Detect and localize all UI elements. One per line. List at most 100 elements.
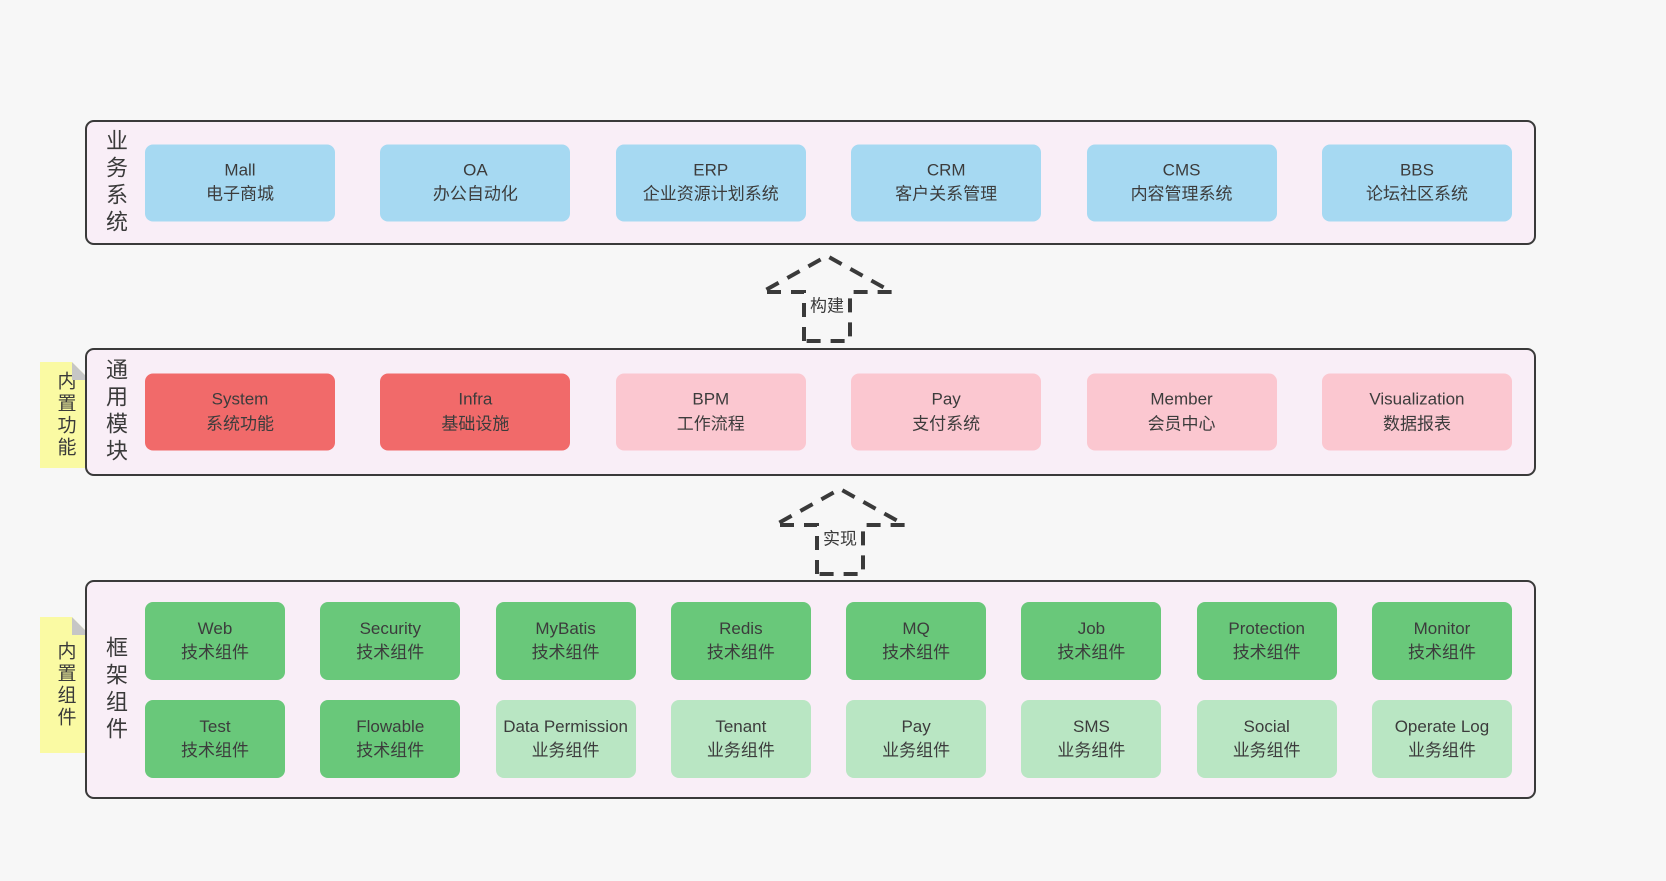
box-title: Job [1077, 618, 1106, 638]
box-social: Social 业务组件 [1196, 700, 1337, 778]
box-title: Monitor [1413, 618, 1471, 638]
box-title: Tenant [715, 716, 767, 736]
box-title: Mall [224, 160, 256, 180]
box-title: BBS [1399, 160, 1434, 180]
box-data-permission: Data Permission 业务组件 [495, 700, 636, 778]
box-security: Security 技术组件 [320, 602, 461, 680]
box-subtitle: 数据报表 [1382, 414, 1451, 433]
box-title: Security [359, 618, 421, 638]
box-mybatis: MyBatis 技术组件 [495, 602, 636, 680]
up-arrow-icon [754, 253, 900, 343]
box-pay: Pay 支付系统 [851, 373, 1042, 451]
box-subtitle: 技术组件 [1057, 643, 1126, 662]
box-subtitle: 技术组件 [531, 643, 600, 662]
sticky-note-built-in-components: 内置组件 [40, 617, 90, 753]
box-title: Protection [1228, 618, 1305, 638]
band-business-systems: 业务系统 Mall 电子商城 OA 办公自动化 ERP 企业资源计划系统 CRM… [85, 120, 1536, 245]
box-subtitle: 系统功能 [206, 414, 274, 433]
box-title: Social [1243, 716, 1290, 736]
box-bpm: BPM 工作流程 [615, 373, 806, 451]
box-member: Member 会员中心 [1086, 373, 1277, 451]
box-subtitle: 业务组件 [531, 741, 600, 760]
box-cms: CMS 内容管理系统 [1086, 144, 1277, 221]
box-oa: OA 办公自动化 [380, 144, 571, 221]
box-flowable: Flowable 技术组件 [320, 700, 461, 778]
box-title: CRM [926, 160, 966, 180]
box-title: Pay [901, 716, 931, 736]
band-label: 框架组件 [103, 635, 128, 744]
box-redis: Redis 技术组件 [670, 602, 811, 680]
box-title: OA [463, 160, 488, 180]
up-arrow-icon [767, 486, 913, 576]
framework-row-2: Test 技术组件 Flowable 技术组件 Data Permission … [145, 700, 1512, 778]
band-framework-components: 框架组件 Web 技术组件 Security 技术组件 MyBatis 技术组件… [85, 580, 1536, 799]
box-title: Data Permission [503, 716, 628, 736]
box-subtitle: 技术组件 [706, 643, 775, 662]
box-title: System [211, 389, 269, 409]
box-subtitle: 论坛社区系统 [1365, 184, 1468, 204]
box-mq: MQ 技术组件 [846, 602, 987, 680]
box-subtitle: 技术组件 [882, 643, 951, 662]
arrow-label: 构建 [807, 291, 847, 317]
build-arrow: 构建 [752, 252, 902, 344]
box-title: Member [1150, 389, 1213, 409]
box-mall: Mall 电子商城 [145, 144, 335, 221]
box-title: Operate Log [1394, 716, 1490, 736]
box-monitor: Monitor 技术组件 [1371, 602, 1512, 680]
arrow-label: 实现 [820, 524, 860, 550]
box-title: BPM [692, 389, 730, 409]
implement-arrow: 实现 [765, 485, 915, 577]
box-subtitle: 技术组件 [1232, 643, 1301, 662]
box-subtitle: 业务组件 [882, 741, 951, 760]
box-title: CMS [1162, 160, 1201, 180]
box-title: MQ [902, 618, 930, 638]
box-erp: ERP 企业资源计划系统 [615, 144, 806, 221]
box-title: Visualization [1369, 389, 1465, 409]
box-subtitle: 企业资源计划系统 [642, 184, 779, 204]
box-subtitle: 电子商城 [206, 184, 274, 204]
box-subtitle: 客户关系管理 [895, 184, 998, 204]
box-operate-log: Operate Log 业务组件 [1371, 700, 1512, 778]
box-web: Web 技术组件 [145, 602, 285, 680]
band-label: 通用模块 [103, 358, 128, 466]
sticky-note-label: 内置功能 [54, 371, 76, 459]
sticky-note-built-in-functions: 内置功能 [40, 362, 90, 468]
sticky-note-label: 内置组件 [54, 641, 76, 729]
box-sms: SMS 业务组件 [1021, 700, 1162, 778]
box-subtitle: 技术组件 [356, 741, 425, 760]
box-tenant: Tenant 业务组件 [670, 700, 811, 778]
box-title: Pay [931, 389, 961, 409]
box-subtitle: 支付系统 [912, 414, 981, 433]
box-title: Test [199, 716, 231, 736]
box-title: Web [197, 618, 233, 638]
box-subtitle: 技术组件 [181, 741, 249, 760]
box-title: MyBatis [535, 618, 596, 638]
band-common-modules: 通用模块 System 系统功能 Infra 基础设施 BPM 工作流程 Pay… [85, 348, 1536, 476]
band-label: 业务系统 [103, 128, 128, 237]
box-infra: Infra 基础设施 [380, 373, 571, 451]
box-subtitle: 会员中心 [1147, 414, 1216, 433]
box-pay-biz: Pay 业务组件 [846, 700, 987, 778]
box-bbs: BBS 论坛社区系统 [1321, 144, 1512, 221]
box-subtitle: 技术组件 [356, 643, 425, 662]
modules-boxes-row: System 系统功能 Infra 基础设施 BPM 工作流程 Pay 支付系统… [145, 373, 1512, 451]
box-job: Job 技术组件 [1021, 602, 1162, 680]
box-title: Flowable [356, 716, 425, 736]
box-subtitle: 业务组件 [1407, 741, 1476, 760]
box-test: Test 技术组件 [145, 700, 285, 778]
box-title: SMS [1072, 716, 1110, 736]
box-subtitle: 内容管理系统 [1130, 184, 1233, 204]
framework-row-1: Web 技术组件 Security 技术组件 MyBatis 技术组件 Redi… [145, 602, 1512, 680]
box-subtitle: 技术组件 [1407, 643, 1476, 662]
box-title: Infra [458, 389, 493, 409]
box-subtitle: 办公自动化 [432, 184, 518, 204]
box-visualization: Visualization 数据报表 [1321, 373, 1512, 451]
box-system: System 系统功能 [145, 373, 335, 451]
box-title: Redis [719, 618, 763, 638]
box-subtitle: 工作流程 [676, 414, 745, 433]
box-title: ERP [693, 160, 729, 180]
box-subtitle: 技术组件 [181, 643, 249, 662]
box-crm: CRM 客户关系管理 [851, 144, 1042, 221]
box-subtitle: 业务组件 [706, 741, 775, 760]
